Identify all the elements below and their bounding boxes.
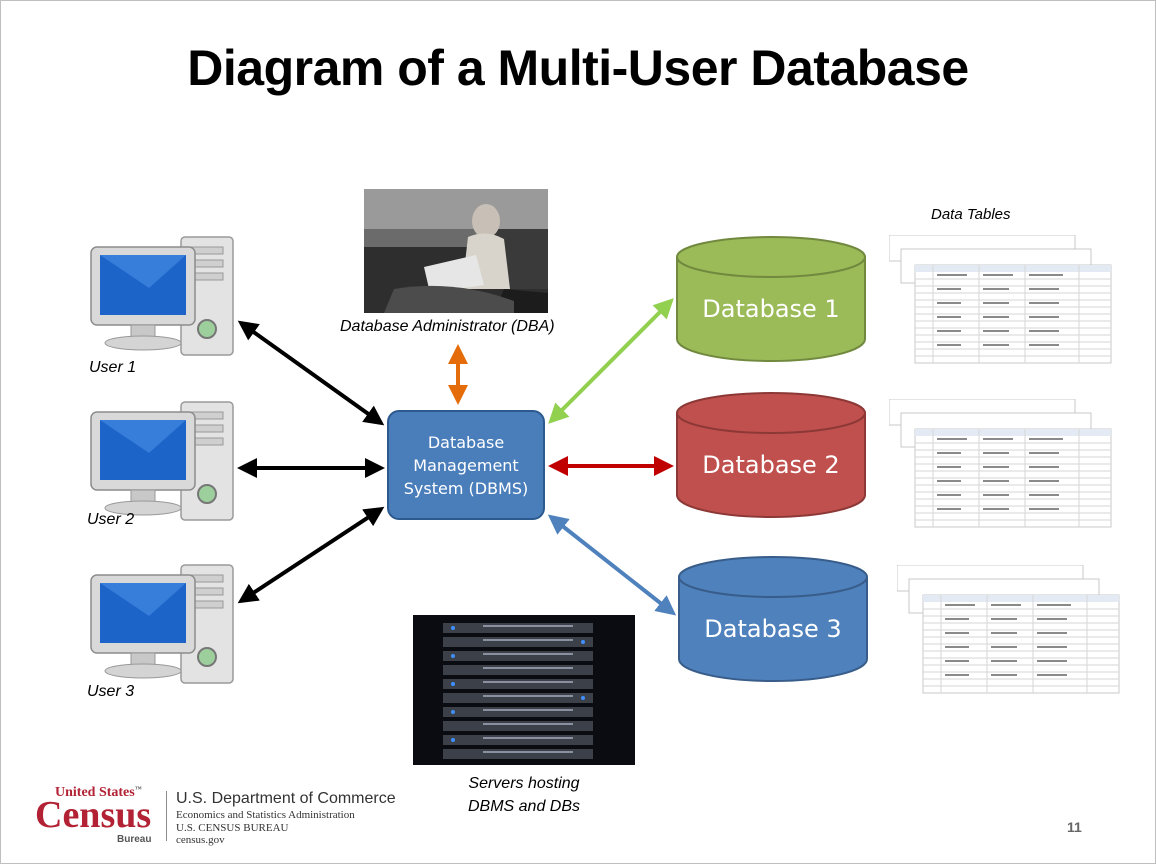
arrow-user1-dbms — [237, 320, 385, 426]
database-cylinder-icon — [676, 392, 866, 518]
logo-line3: Bureau — [117, 834, 152, 845]
user-2-computer — [89, 398, 239, 531]
database-3: Database 3 — [677, 555, 869, 690]
user-3-label: User 3 — [87, 683, 135, 700]
dbms-label-line1: Database — [427, 432, 505, 452]
logo-line2: Census — [35, 794, 152, 836]
computer-icon — [90, 564, 234, 684]
user-2-label: User 2 — [87, 511, 135, 528]
logo-tm: ™ — [134, 785, 142, 793]
servers-photo — [413, 615, 635, 765]
arrow-dbms-db3 — [547, 514, 677, 616]
computer-icon — [90, 401, 234, 521]
database-cylinder-icon — [676, 236, 866, 362]
dba-caption: Database Administrator (DBA) — [340, 318, 555, 335]
data-table-thumbnail-3 — [896, 564, 1123, 700]
computer-icon — [90, 236, 234, 356]
dbms-box: Database Management System (DBMS) — [387, 410, 545, 520]
data-table-thumbnail-2 — [888, 398, 1115, 534]
data-table-thumbnail-1 — [888, 234, 1115, 370]
data-tables-label: Data Tables — [931, 206, 1011, 223]
dbms-label-line3: System (DBMS) — [403, 478, 529, 498]
arrow-user3-dbms — [237, 506, 385, 604]
footer-admin: Economics and Statistics Administration — [176, 809, 355, 821]
footer-divider — [166, 791, 167, 841]
slide-title: Diagram of a Multi-User Database — [187, 40, 969, 96]
servers-caption-line1: Servers hosting — [468, 775, 580, 792]
spreadsheet-icon — [896, 564, 1120, 694]
footer-bureau: U.S. CENSUS BUREAU — [176, 822, 289, 834]
user-1-label: User 1 — [89, 359, 137, 376]
database-2: Database 2 — [675, 391, 867, 526]
logo-line1: United States — [55, 785, 135, 800]
servers-caption-line2: DBMS and DBs — [467, 798, 581, 815]
database-2-label: Database 2 — [702, 451, 840, 479]
arrow-dbms-db1 — [548, 298, 674, 424]
database-1: Database 1 — [675, 235, 867, 370]
census-logo: United States™ Census Bureau — [35, 783, 165, 845]
footer-dept: U.S. Department of Commerce — [176, 790, 396, 807]
dbms-label-line2: Management — [413, 455, 519, 475]
spreadsheet-icon — [888, 398, 1112, 528]
user-1-computer — [89, 233, 239, 366]
database-1-label: Database 1 — [702, 295, 840, 323]
user-3-computer — [89, 561, 239, 694]
database-cylinder-icon — [678, 556, 868, 682]
dba-photo — [364, 189, 548, 313]
footer-site: census.gov — [176, 834, 225, 846]
spreadsheet-icon — [888, 234, 1112, 364]
page-number: 11 — [1067, 819, 1082, 835]
database-3-label: Database 3 — [704, 615, 842, 643]
server-rack-image — [413, 615, 635, 765]
